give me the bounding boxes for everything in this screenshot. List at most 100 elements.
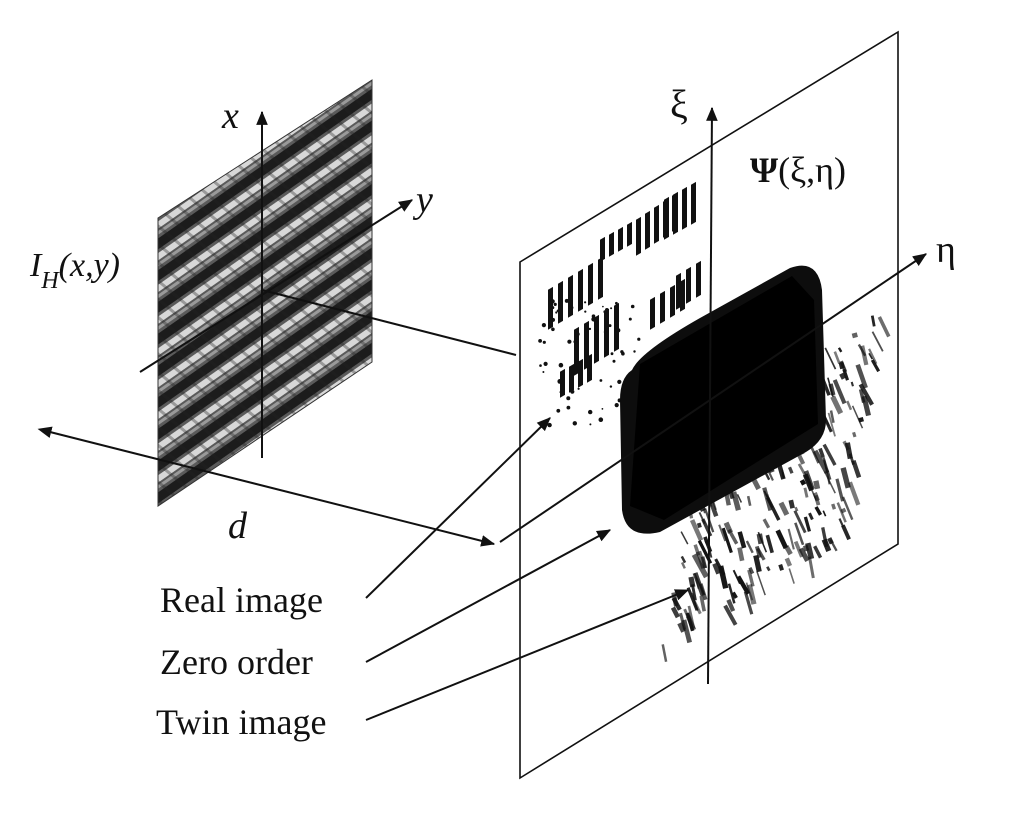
real-image-speck	[601, 408, 604, 410]
twin-image-speck	[844, 442, 853, 460]
twin-image-speck	[692, 572, 706, 597]
twin-image-speck	[680, 555, 687, 564]
real-image-speck	[555, 311, 558, 314]
twin-image-speck	[723, 604, 738, 626]
twin-image-speck	[812, 492, 820, 502]
twin-image-speck	[835, 478, 845, 502]
real-image-speck	[577, 387, 580, 390]
optical-axis	[261, 289, 517, 356]
twin-image-speck	[799, 479, 807, 486]
twin-image-speck	[745, 582, 754, 601]
twin-image-speck	[736, 493, 743, 503]
twin-image-speck	[850, 381, 854, 387]
real-image-speck	[557, 379, 563, 384]
real-image-speck	[551, 317, 555, 322]
real-image-bar	[588, 262, 593, 306]
twin-image-speck	[702, 508, 706, 514]
real-image-bar	[558, 280, 563, 324]
twin-image-speck	[712, 562, 722, 575]
real-image-speck	[633, 350, 636, 353]
twin-image-speck	[775, 529, 789, 550]
twin-image-speck	[784, 557, 793, 567]
twin-image-speck	[681, 619, 692, 644]
twin-image-speck	[803, 487, 809, 498]
real-image-speck	[550, 299, 555, 304]
real-image-speck	[591, 317, 596, 322]
twin-image-speck	[813, 545, 823, 559]
real-image-bar	[627, 221, 632, 247]
real-image-speck	[598, 417, 604, 423]
screen-eta-axis	[499, 253, 927, 543]
real-image-bar	[614, 302, 619, 352]
real-image-bar	[650, 296, 655, 330]
twin-image-speck	[731, 491, 741, 511]
real-image-speck	[539, 364, 542, 367]
twin-image-speck	[721, 527, 733, 554]
real-image-pattern	[538, 181, 701, 428]
hologram-y-axis	[139, 199, 413, 373]
real-image-pointer	[365, 417, 551, 599]
real-image-speck	[572, 421, 577, 426]
real-image-speck	[542, 371, 545, 373]
twin-image-speck	[762, 518, 771, 529]
real-image-speck	[541, 323, 547, 328]
twin-image-speck	[743, 591, 754, 615]
twin-image-speck	[757, 531, 768, 553]
twin-image-speck	[841, 496, 854, 521]
zero-order-pointer	[365, 529, 612, 663]
real-image-bar	[696, 260, 701, 298]
twin-image-speck	[829, 410, 835, 424]
twin-image-speck	[838, 518, 845, 528]
real-image-speck	[570, 389, 575, 394]
field-label: Ψ(ξ,η)	[750, 150, 846, 190]
real-image-speck	[566, 396, 571, 401]
zero-order-label: Zero order	[160, 642, 313, 682]
twin-image-speck	[718, 524, 727, 542]
real-image-bar	[654, 204, 659, 244]
twin-image-speck	[851, 405, 864, 429]
real-image-bar	[587, 353, 592, 383]
real-image-speck	[558, 362, 564, 368]
twin-image-speck	[831, 503, 837, 510]
twin-image-speck	[683, 608, 690, 618]
real-image-bar	[673, 191, 678, 235]
real-image-bar	[676, 272, 681, 310]
real-image-bar	[609, 231, 614, 257]
twin-image-speck	[852, 431, 857, 438]
twin-image-speck	[808, 556, 815, 579]
twin-image-speck	[813, 480, 821, 490]
twin-image-speck	[737, 547, 745, 562]
twin-image-speck	[788, 568, 795, 584]
real-image-speck	[556, 408, 561, 413]
real-image-speck	[595, 329, 599, 332]
screen-eta-label: η	[936, 229, 956, 271]
screen-xi-label: ξ	[670, 82, 688, 127]
twin-image-speck	[821, 527, 829, 548]
twin-image-speck	[765, 534, 774, 554]
twin-image-speck	[753, 554, 762, 573]
twin-image-speck	[747, 569, 755, 587]
twin-image-speck	[712, 501, 717, 511]
twin-image-speck	[877, 316, 891, 338]
real-image-speck	[543, 361, 548, 366]
twin-image-speck	[748, 566, 755, 575]
twin-image-speck	[765, 496, 781, 521]
screen-xi-axis	[706, 106, 718, 685]
twin-image-speck	[870, 315, 876, 327]
real-image-speck	[608, 324, 612, 328]
real-image-speck	[553, 302, 557, 306]
twin-image-speck	[685, 615, 697, 631]
twin-image-speck	[699, 595, 706, 612]
real-image-bar	[618, 226, 623, 252]
twin-image-speck	[778, 501, 790, 516]
real-image-speck	[542, 340, 546, 344]
real-image-bar	[594, 314, 599, 364]
real-image-bar	[560, 368, 565, 398]
hologram-intensity-label: IH(x,y)	[29, 247, 120, 294]
real-image-bar	[569, 363, 574, 393]
real-image-speck	[569, 305, 574, 310]
real-image-speck	[551, 327, 555, 332]
twin-image-speck	[794, 506, 799, 512]
